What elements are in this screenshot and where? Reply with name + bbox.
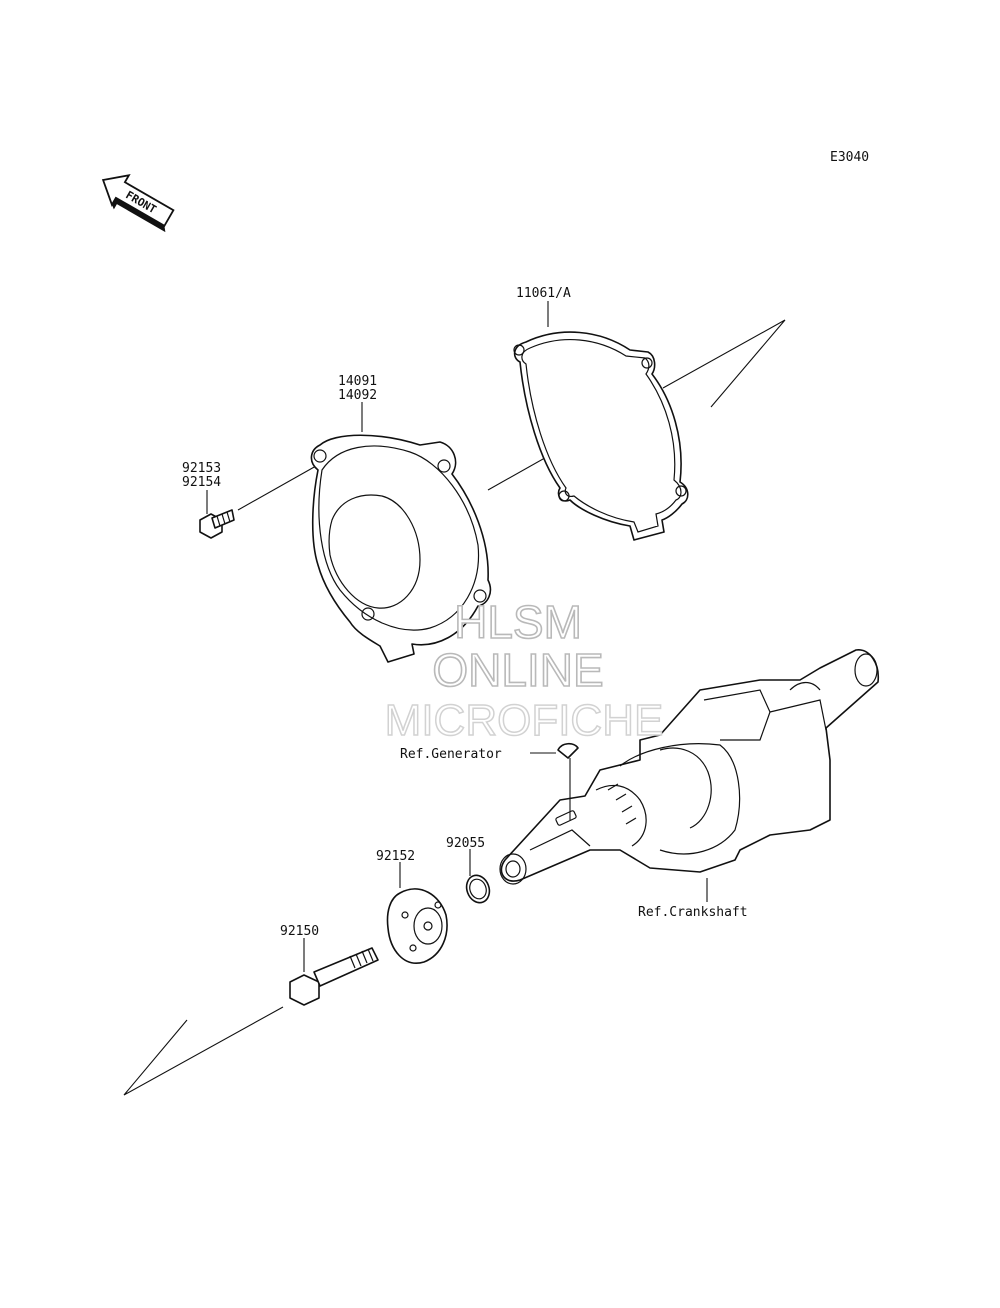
front-arrow-icon: FRONT (101, 174, 175, 233)
label-rotor-bolt: 92150 (280, 924, 319, 939)
label-ref-generator: Ref.Generator (400, 747, 502, 762)
label-oring: 92055 (446, 836, 485, 851)
generator-cover (310, 434, 492, 663)
crankshaft (499, 649, 880, 885)
label-cover-2: 14092 (338, 388, 377, 403)
leader-lines (206, 301, 708, 972)
label-ref-crankshaft: Ref.Crankshaft (638, 905, 748, 920)
watermark-line-2: ONLINE (432, 644, 603, 696)
label-cover-1: 14091 (338, 374, 377, 389)
watermark-line-1: HLSM (454, 596, 582, 648)
o-ring (465, 874, 491, 904)
label-bolt-1: 92153 (182, 461, 221, 476)
cover-bolt (199, 509, 235, 539)
watermark-line-3: MICROFICHE (385, 696, 664, 745)
label-bolt-2: 92154 (182, 475, 221, 490)
rotor-bolt (289, 947, 379, 1006)
diagram-code: E3040 (830, 150, 869, 165)
woodruff-key (557, 742, 579, 759)
gasket (513, 331, 689, 541)
label-gasket: 11061/A (516, 286, 571, 301)
label-washer: 92152 (376, 849, 415, 864)
watermark: HLSM ONLINE MICROFICHE (384, 595, 664, 746)
washer (386, 888, 448, 964)
